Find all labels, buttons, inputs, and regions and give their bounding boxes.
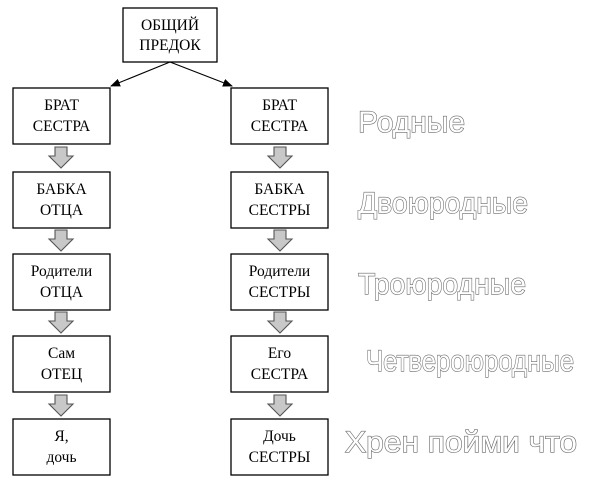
- right-box-5-line-2: СЕСТРЫ: [249, 449, 311, 466]
- right-box-2-line-2: СЕСТРЫ: [249, 202, 311, 219]
- right-box-1: БРАТ СЕСТРА: [230, 87, 329, 145]
- down-arrow-icon: [266, 146, 294, 169]
- right-box-3-line-2: СЕСТРЫ: [249, 284, 311, 301]
- left-box-5-line-2: дочь: [46, 449, 76, 466]
- right-box-1-line-2: СЕСТРА: [251, 118, 309, 135]
- right-box-4-line-1: Его: [268, 345, 291, 362]
- tier-label-full-siblings: Родные: [358, 106, 465, 139]
- left-box-1-line-2: СЕСТРА: [33, 118, 91, 135]
- down-arrow-icon: [47, 146, 75, 169]
- left-box-1-line-1: БРАТ: [44, 97, 79, 114]
- right-box-5-line-1: Дочь: [263, 428, 296, 445]
- right-box-4-line-2: СЕСТРА: [251, 366, 309, 383]
- down-arrow-icon: [47, 229, 75, 252]
- tier-label-who-knows: Хрен пойми что: [345, 426, 577, 459]
- left-box-3-line-2: ОТЦА: [40, 284, 84, 301]
- tier-label-first-cousins: Двоюродные: [358, 187, 528, 220]
- tier-label-third-cousins: Четвероюродные: [366, 345, 574, 378]
- right-box-3-line-1: Родители: [249, 263, 310, 280]
- common-ancestor-box: ОБЩИЙ ПРЕДОК: [122, 7, 218, 63]
- left-box-2-line-2: ОТЦА: [40, 202, 84, 219]
- connector-to-right-sibling: [169, 61, 233, 87]
- right-box-2-line-1: БАБКА: [254, 181, 305, 198]
- tier-label-second-cousins: Троюродные: [358, 268, 526, 301]
- right-box-2: БАБКА СЕСТРЫ: [230, 171, 329, 229]
- right-box-4: Его СЕСТРА: [230, 335, 329, 393]
- left-box-2-line-1: БАБКА: [36, 181, 87, 198]
- common-ancestor-line-2: ПРЕДОК: [139, 37, 201, 54]
- left-box-4-line-1: Сам: [48, 345, 75, 362]
- down-arrow-icon: [266, 229, 294, 252]
- left-box-3: Родители ОТЦА: [12, 253, 111, 311]
- down-arrow-icon: [266, 311, 294, 334]
- left-box-5: Я, дочь: [12, 418, 111, 476]
- down-arrow-icon: [47, 311, 75, 334]
- right-box-3: Родители СЕСТРЫ: [230, 253, 329, 311]
- common-ancestor-line-1: ОБЩИЙ: [141, 17, 199, 34]
- left-box-1: БРАТ СЕСТРА: [12, 87, 111, 145]
- down-arrow-icon: [47, 394, 75, 417]
- left-box-5-line-1: Я,: [54, 428, 68, 445]
- connector-to-left-sibling: [110, 61, 171, 87]
- left-box-2: БАБКА ОТЦА: [12, 171, 111, 229]
- down-arrow-icon: [266, 394, 294, 417]
- left-box-4: Сам ОТЕЦ: [12, 335, 111, 393]
- left-box-4-line-2: ОТЕЦ: [41, 366, 82, 383]
- left-box-3-line-1: Родители: [31, 263, 92, 280]
- right-box-5: Дочь СЕСТРЫ: [230, 418, 329, 476]
- right-box-1-line-1: БРАТ: [262, 97, 297, 114]
